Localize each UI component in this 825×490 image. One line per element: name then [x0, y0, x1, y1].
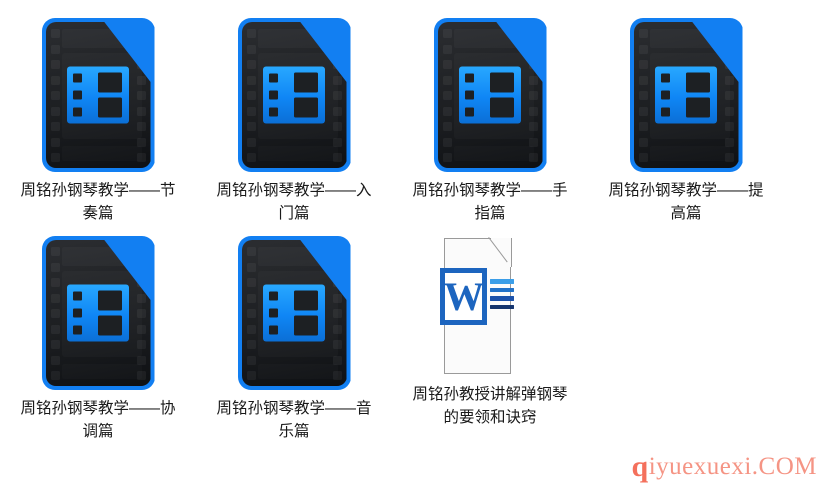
film-perforations-left [246, 29, 256, 163]
file-item-video[interactable]: 周铭孙钢琴教学——协调篇 [0, 236, 196, 443]
file-grid-row: 周铭孙钢琴教学——协调篇 [0, 228, 825, 490]
video-file-icon[interactable] [237, 18, 351, 172]
glyph-bar-bottom [294, 97, 318, 118]
video-icon-bottom-band [454, 146, 534, 161]
glyph-bar-top [98, 290, 122, 311]
video-media-glyph-icon [459, 66, 521, 124]
video-icon-bottom-band [650, 146, 730, 161]
file-item-video[interactable]: 周铭孙钢琴教学——提高篇 [588, 18, 784, 225]
watermark-lead-letter: q [631, 450, 649, 483]
glyph-dot-column [269, 73, 289, 118]
file-label: 周铭孙钢琴教学——入门篇 [216, 182, 372, 222]
file-label: 周铭孙钢琴教学——提高篇 [608, 182, 764, 222]
video-icon-bottom-band [258, 146, 338, 161]
film-perforations-left [638, 29, 648, 163]
video-media-glyph-icon [67, 66, 129, 124]
video-media-glyph-icon [263, 284, 325, 342]
video-file-icon[interactable] [237, 236, 351, 390]
file-label: 周铭孙钢琴教学——协调篇 [20, 400, 176, 440]
glyph-bar-top [98, 72, 122, 93]
file-label: 周铭孙钢琴教学——手指篇 [412, 182, 568, 222]
video-file-icon[interactable] [629, 18, 743, 172]
video-icon-bottom-band [62, 146, 142, 161]
document-line-3 [490, 296, 514, 301]
word-document-icon[interactable]: W [440, 236, 540, 376]
file-grid-row: 周铭孙钢琴教学——节奏篇 [0, 0, 825, 228]
glyph-bar-top [294, 290, 318, 311]
file-label: 周铭孙教授讲解弹钢琴的要领和诀窍 [412, 386, 568, 426]
file-item-video[interactable]: 周铭孙钢琴教学——手指篇 [392, 18, 588, 225]
film-perforations-left [50, 29, 60, 163]
glyph-bar-bottom [98, 315, 122, 336]
video-file-icon[interactable] [433, 18, 547, 172]
watermark-text: iyuexuexi.COM [648, 453, 817, 480]
document-text-lines [490, 279, 514, 309]
glyph-dot-column [73, 73, 93, 118]
video-media-glyph-icon [263, 66, 325, 124]
document-line-1 [490, 279, 514, 284]
glyph-bar-bottom [490, 97, 514, 118]
glyph-dot-column [269, 291, 289, 336]
glyph-dot-column [465, 73, 485, 118]
glyph-bar-bottom [98, 97, 122, 118]
file-label: 周铭孙钢琴教学——音乐篇 [216, 400, 372, 440]
site-watermark: qiyuexuexi.COM [632, 450, 817, 484]
glyph-dot-column [661, 73, 681, 118]
film-perforations-left [50, 247, 60, 381]
video-media-glyph-icon [655, 66, 717, 124]
glyph-bar-bottom [686, 97, 710, 118]
word-letter-w: W [444, 273, 484, 319]
video-media-glyph-icon [67, 284, 129, 342]
word-logo-badge: W [440, 268, 487, 325]
film-perforations-left [442, 29, 452, 163]
video-file-icon[interactable] [41, 236, 155, 390]
page-fold-corner-icon [491, 238, 512, 267]
glyph-bar-bottom [294, 315, 318, 336]
film-perforations-left [246, 247, 256, 381]
file-item-video[interactable]: 周铭孙钢琴教学——节奏篇 [0, 18, 196, 225]
video-icon-bottom-band [62, 364, 142, 379]
video-icon-bottom-band [258, 364, 338, 379]
file-label: 周铭孙钢琴教学——节奏篇 [20, 182, 176, 222]
file-item-word-document[interactable]: W 周铭孙教授讲解弹钢琴的要领和诀窍 [392, 236, 588, 429]
glyph-dot-column [73, 291, 93, 336]
document-line-4 [490, 304, 514, 309]
glyph-bar-top [294, 72, 318, 93]
glyph-bar-top [490, 72, 514, 93]
video-file-icon[interactable] [41, 18, 155, 172]
file-item-video[interactable]: 周铭孙钢琴教学——音乐篇 [196, 236, 392, 443]
document-line-2 [490, 287, 514, 292]
glyph-bar-top [686, 72, 710, 93]
file-item-video[interactable]: 周铭孙钢琴教学——入门篇 [196, 18, 392, 225]
